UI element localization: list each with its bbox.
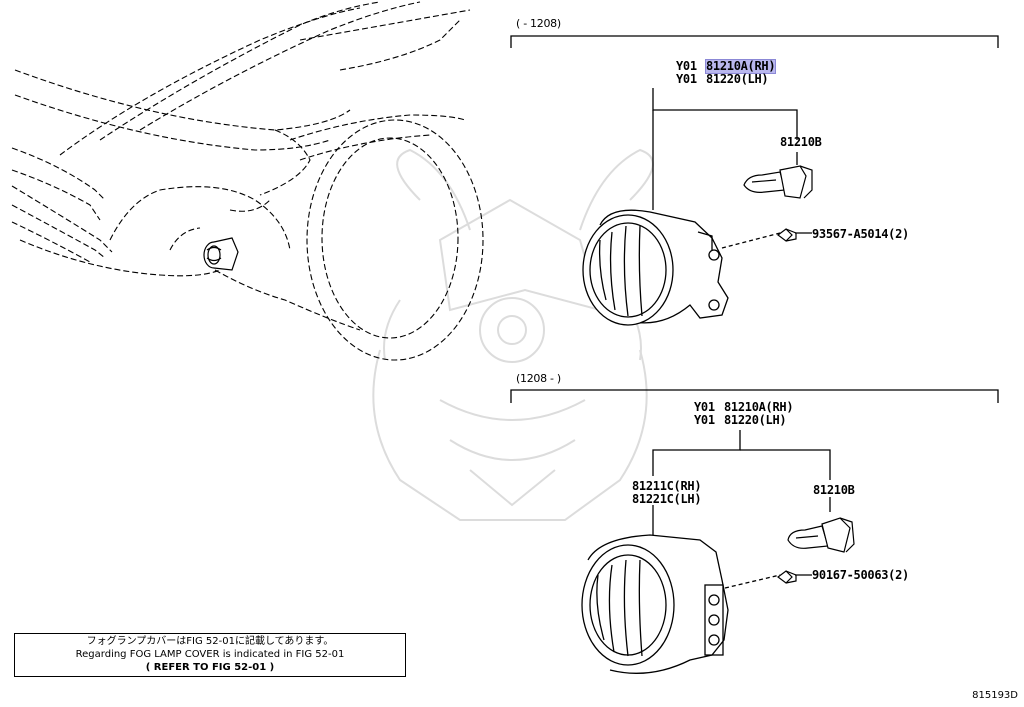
note-refer-link[interactable]: ( REFER TO FIG 52-01 ) xyxy=(145,662,275,673)
bottom-part-81221C-link[interactable]: 81221C(LH) xyxy=(632,492,702,506)
top-part-81210A-link[interactable]: 81210A(RH) xyxy=(704,59,777,74)
bottom-part-81211C-link[interactable]: 81211C(RH) xyxy=(632,479,702,493)
figure-id: 815193D xyxy=(972,690,1018,701)
top-code-b: Y01 xyxy=(676,72,697,86)
bottom-bulb-part-link[interactable]: 81210B xyxy=(813,483,855,497)
car-fog-lamp-icon xyxy=(203,237,239,271)
watermark-emblem xyxy=(372,148,654,521)
bottom-code-a: Y01 xyxy=(694,400,715,414)
note-line-english: Regarding FOG LAMP COVER is indicated in… xyxy=(75,649,345,660)
fog-lamp-cover-note: フォグランプカバーはFIG 52-01に記載してあります。 Regarding … xyxy=(14,633,406,677)
top-bulb-icon[interactable] xyxy=(743,165,813,199)
top-screw-icon[interactable] xyxy=(777,228,797,242)
bottom-fog-lamp-assembly[interactable] xyxy=(581,534,729,674)
top-range-label: ( - 1208) xyxy=(516,17,561,30)
car-front-illustration xyxy=(11,1,484,361)
bottom-screw-icon[interactable] xyxy=(777,570,797,584)
bottom-group-bracket xyxy=(510,389,999,589)
top-fog-lamp-assembly[interactable] xyxy=(582,209,729,326)
bottom-part-81210A-link[interactable]: 81210A(RH) xyxy=(724,400,794,414)
top-bulb-part-link[interactable]: 81210B xyxy=(780,135,822,149)
bottom-range-label: (1208 - ) xyxy=(516,372,561,385)
bottom-screw-part-link[interactable]: 90167-50063(2) xyxy=(812,568,909,582)
note-line-japanese: フォグランプカバーはFIG 52-01に記載してあります。 xyxy=(86,636,334,647)
top-screw-part-link[interactable]: 93567-A5014(2) xyxy=(812,227,909,241)
top-code-a: Y01 xyxy=(676,59,697,73)
bottom-part-81220-link[interactable]: 81220(LH) xyxy=(724,413,787,427)
bottom-bulb-icon[interactable] xyxy=(787,517,855,553)
top-group-bracket xyxy=(510,35,999,249)
top-part-81220-link[interactable]: 81220(LH) xyxy=(706,72,769,86)
bottom-code-b: Y01 xyxy=(694,413,715,427)
